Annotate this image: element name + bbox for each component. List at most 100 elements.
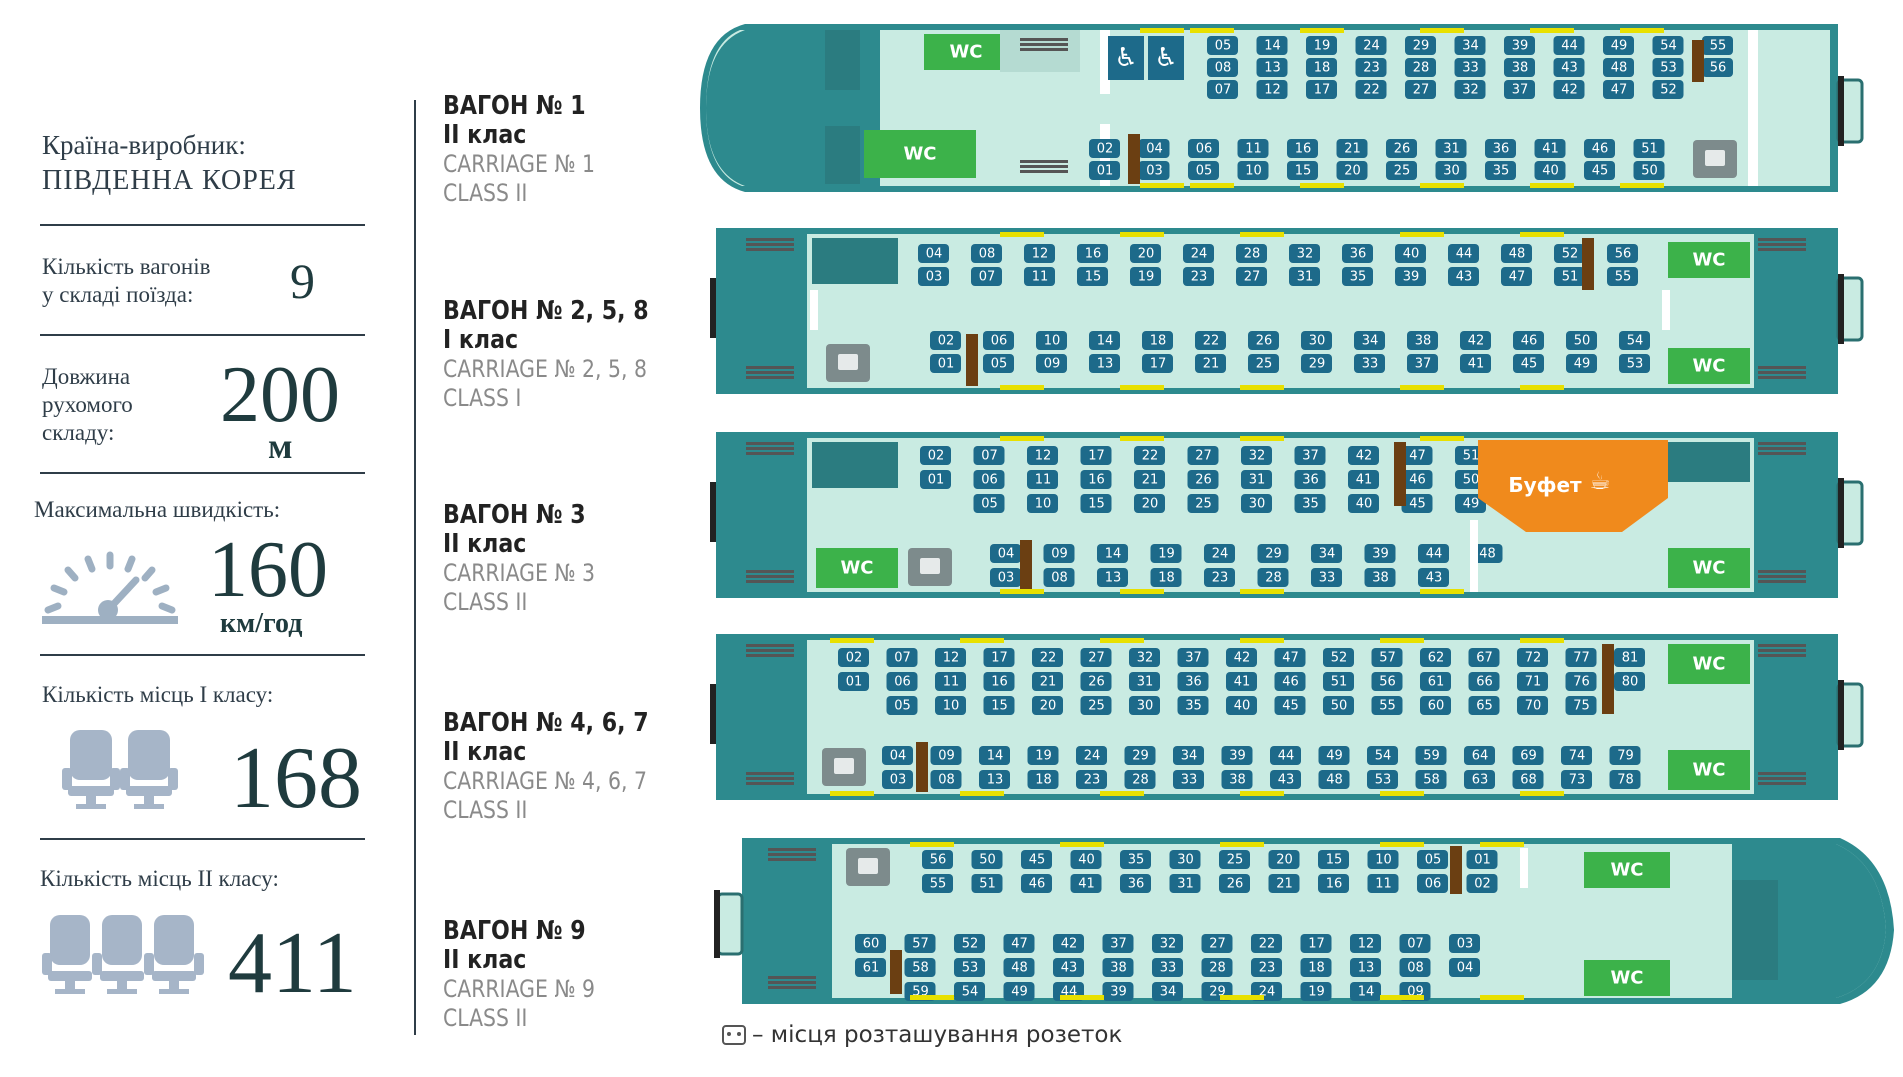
seat[interactable]	[1565, 696, 1597, 715]
seat[interactable]	[1241, 446, 1272, 465]
seat[interactable]	[971, 874, 1003, 893]
seat[interactable]	[922, 874, 953, 893]
seat[interactable]	[1257, 568, 1289, 587]
seat[interactable]	[1097, 544, 1128, 563]
seat[interactable]	[1236, 267, 1267, 286]
seat[interactable]	[1300, 958, 1332, 977]
seat[interactable]	[1405, 80, 1436, 99]
seat[interactable]	[1053, 934, 1084, 953]
seat[interactable]	[954, 982, 985, 1001]
seat[interactable]	[1236, 244, 1267, 263]
seat[interactable]	[983, 648, 1015, 667]
seat[interactable]	[1036, 331, 1067, 350]
seat[interactable]	[1348, 446, 1379, 465]
seat[interactable]	[1173, 746, 1204, 765]
seat[interactable]	[1350, 934, 1381, 953]
seat[interactable]	[1287, 139, 1318, 158]
seat[interactable]	[882, 770, 913, 789]
seat[interactable]	[1237, 161, 1269, 180]
seat[interactable]	[1268, 874, 1300, 893]
seat[interactable]	[1306, 80, 1337, 99]
seat[interactable]	[1152, 934, 1183, 953]
seat[interactable]	[1301, 354, 1332, 373]
seat[interactable]	[1504, 80, 1535, 99]
seat[interactable]	[1454, 58, 1486, 77]
seat[interactable]	[1080, 470, 1112, 489]
seat[interactable]	[1169, 874, 1201, 893]
seat[interactable]	[1207, 80, 1238, 99]
seat[interactable]	[1183, 244, 1214, 263]
seat[interactable]	[1364, 544, 1396, 563]
seat[interactable]	[1226, 672, 1257, 691]
seat[interactable]	[1342, 267, 1373, 286]
seat[interactable]	[1702, 36, 1733, 55]
seat[interactable]	[1089, 161, 1120, 180]
seat[interactable]	[1517, 696, 1548, 715]
seat[interactable]	[1274, 696, 1306, 715]
seat[interactable]	[1418, 544, 1449, 563]
seat[interactable]	[1355, 58, 1387, 77]
seat[interactable]	[1077, 244, 1108, 263]
seat[interactable]	[1188, 139, 1219, 158]
seat[interactable]	[1454, 80, 1486, 99]
seat[interactable]	[1420, 696, 1451, 715]
seat[interactable]	[971, 850, 1003, 869]
seat[interactable]	[1043, 568, 1075, 587]
seat[interactable]	[1021, 850, 1052, 869]
seat[interactable]	[1003, 958, 1035, 977]
seat[interactable]	[1187, 494, 1219, 513]
seat[interactable]	[1517, 672, 1548, 691]
seat[interactable]	[1468, 672, 1500, 691]
seat[interactable]	[1395, 267, 1426, 286]
seat[interactable]	[886, 672, 918, 691]
seat[interactable]	[1399, 958, 1431, 977]
seat[interactable]	[1204, 568, 1235, 587]
seat[interactable]	[1270, 746, 1301, 765]
seat[interactable]	[920, 446, 951, 465]
seat[interactable]	[886, 696, 918, 715]
seat[interactable]	[1036, 354, 1067, 373]
seat[interactable]	[1080, 494, 1112, 513]
seat[interactable]	[1237, 139, 1269, 158]
seat[interactable]	[1607, 267, 1638, 286]
seat[interactable]	[1027, 770, 1059, 789]
seat[interactable]	[930, 354, 961, 373]
seat[interactable]	[1187, 446, 1219, 465]
seat[interactable]	[1407, 331, 1438, 350]
seat[interactable]	[1248, 331, 1279, 350]
seat[interactable]	[1256, 36, 1288, 55]
seat[interactable]	[1566, 354, 1597, 373]
seat[interactable]	[1195, 354, 1226, 373]
seat[interactable]	[971, 267, 1002, 286]
seat[interactable]	[1270, 770, 1301, 789]
seat[interactable]	[1300, 934, 1332, 953]
seat[interactable]	[1102, 934, 1134, 953]
seat[interactable]	[1367, 746, 1398, 765]
seat[interactable]	[1435, 161, 1467, 180]
seat[interactable]	[1367, 874, 1399, 893]
seat[interactable]	[973, 470, 1005, 489]
seat[interactable]	[1142, 331, 1173, 350]
seat[interactable]	[1614, 648, 1645, 667]
seat[interactable]	[1633, 161, 1665, 180]
seat[interactable]	[838, 648, 869, 667]
seat[interactable]	[1561, 746, 1592, 765]
seat[interactable]	[1460, 331, 1491, 350]
seat[interactable]	[954, 958, 985, 977]
seat[interactable]	[1226, 696, 1257, 715]
seat[interactable]	[1609, 770, 1641, 789]
seat[interactable]	[1609, 746, 1641, 765]
seat[interactable]	[1401, 446, 1433, 465]
seat[interactable]	[1455, 494, 1486, 513]
seat[interactable]	[1371, 648, 1403, 667]
seat[interactable]	[1513, 331, 1544, 350]
seat[interactable]	[1268, 850, 1300, 869]
seat[interactable]	[935, 696, 966, 715]
seat[interactable]	[1080, 672, 1112, 691]
seat[interactable]	[1323, 672, 1354, 691]
seat[interactable]	[979, 770, 1010, 789]
seat[interactable]	[1289, 267, 1320, 286]
seat[interactable]	[1027, 446, 1058, 465]
seat[interactable]	[990, 568, 1021, 587]
seat[interactable]	[1032, 696, 1063, 715]
